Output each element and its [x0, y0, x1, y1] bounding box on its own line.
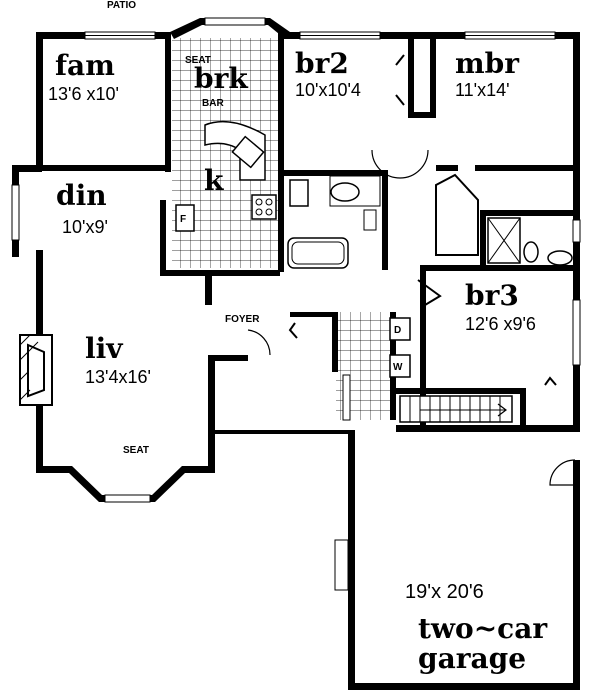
room-dims-br2: 10'x10'4 — [295, 80, 361, 100]
fireplace — [19, 334, 53, 406]
room-dims-liv: 13'4x16' — [85, 367, 151, 387]
room-name-garage-line2: garage — [418, 642, 526, 675]
room-name-mbr: mbr — [455, 47, 520, 80]
room-dims-din: 10'x9' — [62, 217, 108, 237]
seat-living-label: SEAT — [123, 445, 149, 456]
seat-kitchen-label: SEAT — [185, 55, 211, 66]
foyer-label: FOYER — [225, 314, 260, 325]
room-name-brk: brk — [194, 62, 248, 95]
room-name-br2: br2 — [295, 47, 349, 80]
bathroom-fixtures — [287, 173, 573, 269]
room-name-din: din — [56, 179, 107, 212]
laundry-appliances — [389, 317, 411, 378]
patio-label: PATIO — [107, 0, 136, 11]
stairs — [399, 395, 513, 423]
room-dims-fam: 13'6 x10' — [48, 84, 119, 104]
dryer-label: D — [394, 325, 401, 336]
room-name-fam: fam — [55, 49, 115, 82]
kitchen-counters — [175, 120, 277, 232]
fridge-label: F — [180, 214, 186, 225]
washer-label: W — [393, 362, 403, 373]
room-name-br3: br3 — [465, 279, 519, 312]
bar-label: BAR — [202, 98, 224, 109]
room-dims-mbr: 11'x14' — [455, 80, 510, 100]
room-dims-br3: 12'6 x9'6 — [465, 314, 536, 334]
room-dims-garage: 19'x 20'6 — [405, 581, 484, 603]
room-name-kitchen: k — [204, 164, 224, 197]
room-name-liv: liv — [85, 332, 123, 365]
doors — [247, 54, 576, 486]
windows — [11, 17, 581, 591]
room-name-garage-line1: two~car — [418, 612, 548, 645]
